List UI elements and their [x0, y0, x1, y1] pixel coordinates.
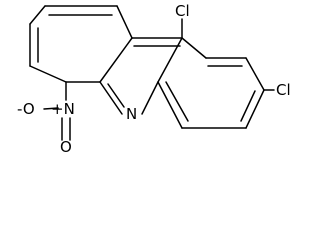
- bond: [99, 81, 123, 115]
- bond: [43, 107, 59, 110]
- atom-oxygen-anion: -O: [17, 100, 35, 118]
- atom-chlorine-right: Cl: [276, 81, 291, 99]
- atom-chlorine-top: Cl: [175, 2, 190, 20]
- bond: [240, 90, 256, 122]
- atom-nitro-nitrogen: +N: [51, 100, 75, 118]
- bond: [29, 65, 67, 83]
- bond: [157, 37, 183, 83]
- bond: [116, 5, 133, 39]
- bond: [107, 83, 125, 108]
- atom-ring-nitrogen: N: [126, 105, 137, 123]
- atom-nitro-oxygen: O: [60, 138, 72, 155]
- bond: [245, 57, 265, 91]
- bond: [165, 81, 189, 122]
- bond: [245, 89, 265, 129]
- bond: [157, 81, 183, 129]
- bond: [99, 37, 133, 83]
- molecule-structure: Cl Cl N -O +N O: [17, 2, 291, 155]
- bond: [29, 5, 46, 25]
- bond: [181, 37, 207, 59]
- bond: [141, 81, 159, 115]
